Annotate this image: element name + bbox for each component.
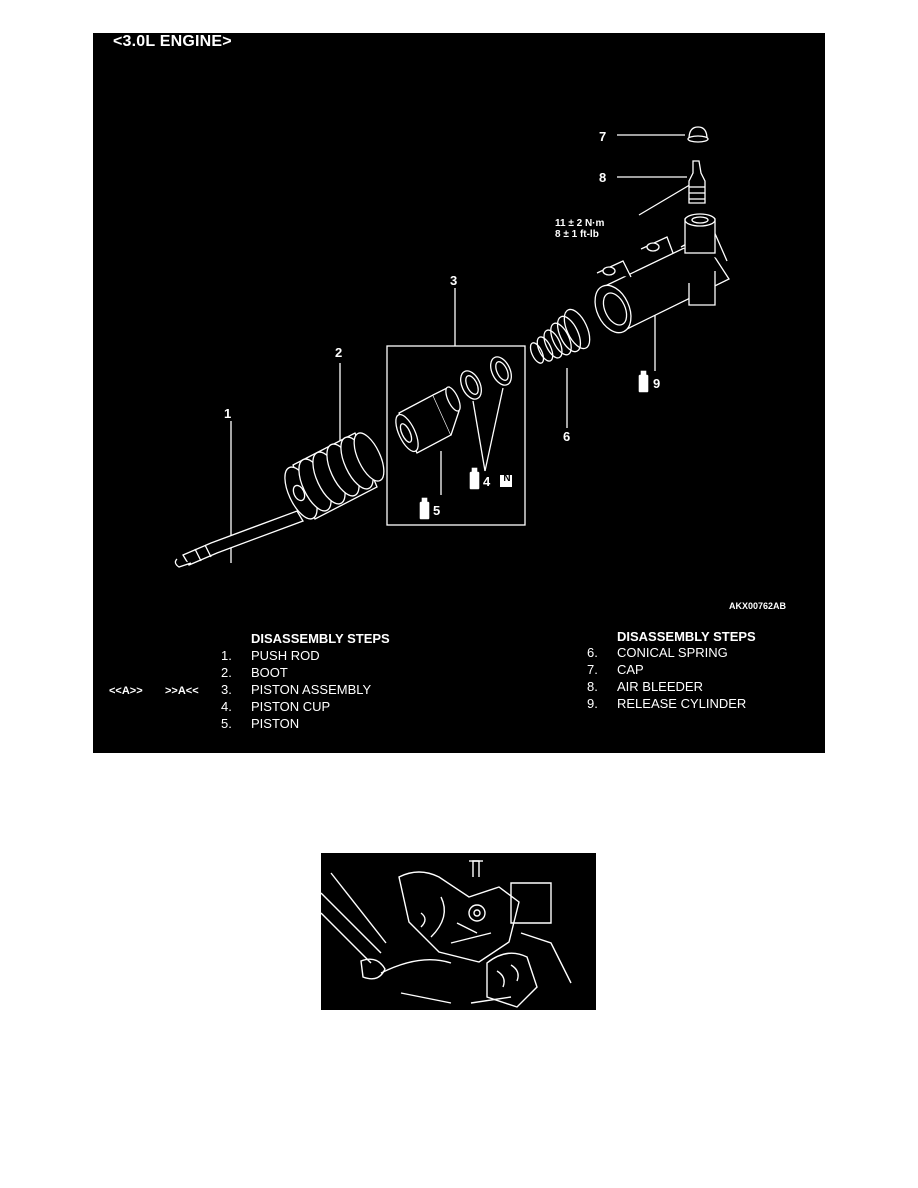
service-mark-install: >>A<< bbox=[165, 685, 199, 697]
grease-icon-5 bbox=[419, 497, 430, 520]
push-rod-part bbox=[174, 510, 304, 568]
callout-5: 5 bbox=[433, 503, 441, 518]
callout-8: 8 bbox=[599, 170, 607, 185]
steps-left-heading: DISASSEMBLY STEPS bbox=[251, 631, 390, 646]
exploded-diagram bbox=[174, 126, 730, 568]
grease-icons bbox=[419, 370, 649, 520]
service-mark-removal: <<A>> bbox=[109, 685, 143, 697]
n-badge-box bbox=[500, 475, 512, 487]
callout-2: 2 bbox=[335, 345, 343, 360]
callout-9: 9 bbox=[653, 376, 661, 391]
callout-1: 1 bbox=[224, 406, 232, 421]
grease-icon-4 bbox=[469, 467, 480, 490]
piston-assembly-box bbox=[386, 345, 526, 526]
callout-3: 3 bbox=[450, 273, 458, 288]
torque-ftlb: 8 ± 1 ft-lb bbox=[555, 229, 599, 240]
conical-spring-part bbox=[529, 308, 591, 364]
callout-4: 4 bbox=[483, 474, 491, 489]
piston-cups-part bbox=[460, 356, 512, 400]
release-cylinder-photo bbox=[321, 853, 596, 1010]
torque-spec: 11 ± 2 N·m 8 ± 1 ft-lb bbox=[555, 218, 604, 240]
callout-7: 7 bbox=[599, 129, 607, 144]
figure-code: AKX00762AB bbox=[729, 601, 787, 611]
steps-right: DISASSEMBLY STEPS 6. CONICAL SPRING 7. C… bbox=[587, 629, 756, 711]
exploded-view-panel: <3.0L ENGINE> bbox=[93, 33, 825, 753]
grease-icon-9 bbox=[638, 370, 649, 393]
leader-4b bbox=[484, 387, 504, 472]
air-bleeder-part bbox=[688, 160, 706, 204]
release-cylinder-illustration bbox=[321, 860, 572, 1008]
cap-part bbox=[687, 126, 709, 143]
torque-nm: 11 ± 2 N·m bbox=[555, 218, 605, 229]
boot-part bbox=[284, 432, 385, 520]
callout-6: 6 bbox=[563, 429, 571, 444]
steps-left: DISASSEMBLY STEPS 1. PUSH ROD 2. BOOT 3.… bbox=[221, 631, 390, 731]
steps-right-heading: DISASSEMBLY STEPS bbox=[617, 629, 756, 644]
n-badge: N bbox=[503, 473, 511, 484]
release-cylinder-part bbox=[594, 213, 730, 334]
leader-4a bbox=[472, 400, 486, 472]
leader-torque bbox=[638, 182, 694, 216]
engine-title: <3.0L ENGINE> bbox=[113, 33, 232, 50]
piston-part bbox=[395, 386, 461, 454]
